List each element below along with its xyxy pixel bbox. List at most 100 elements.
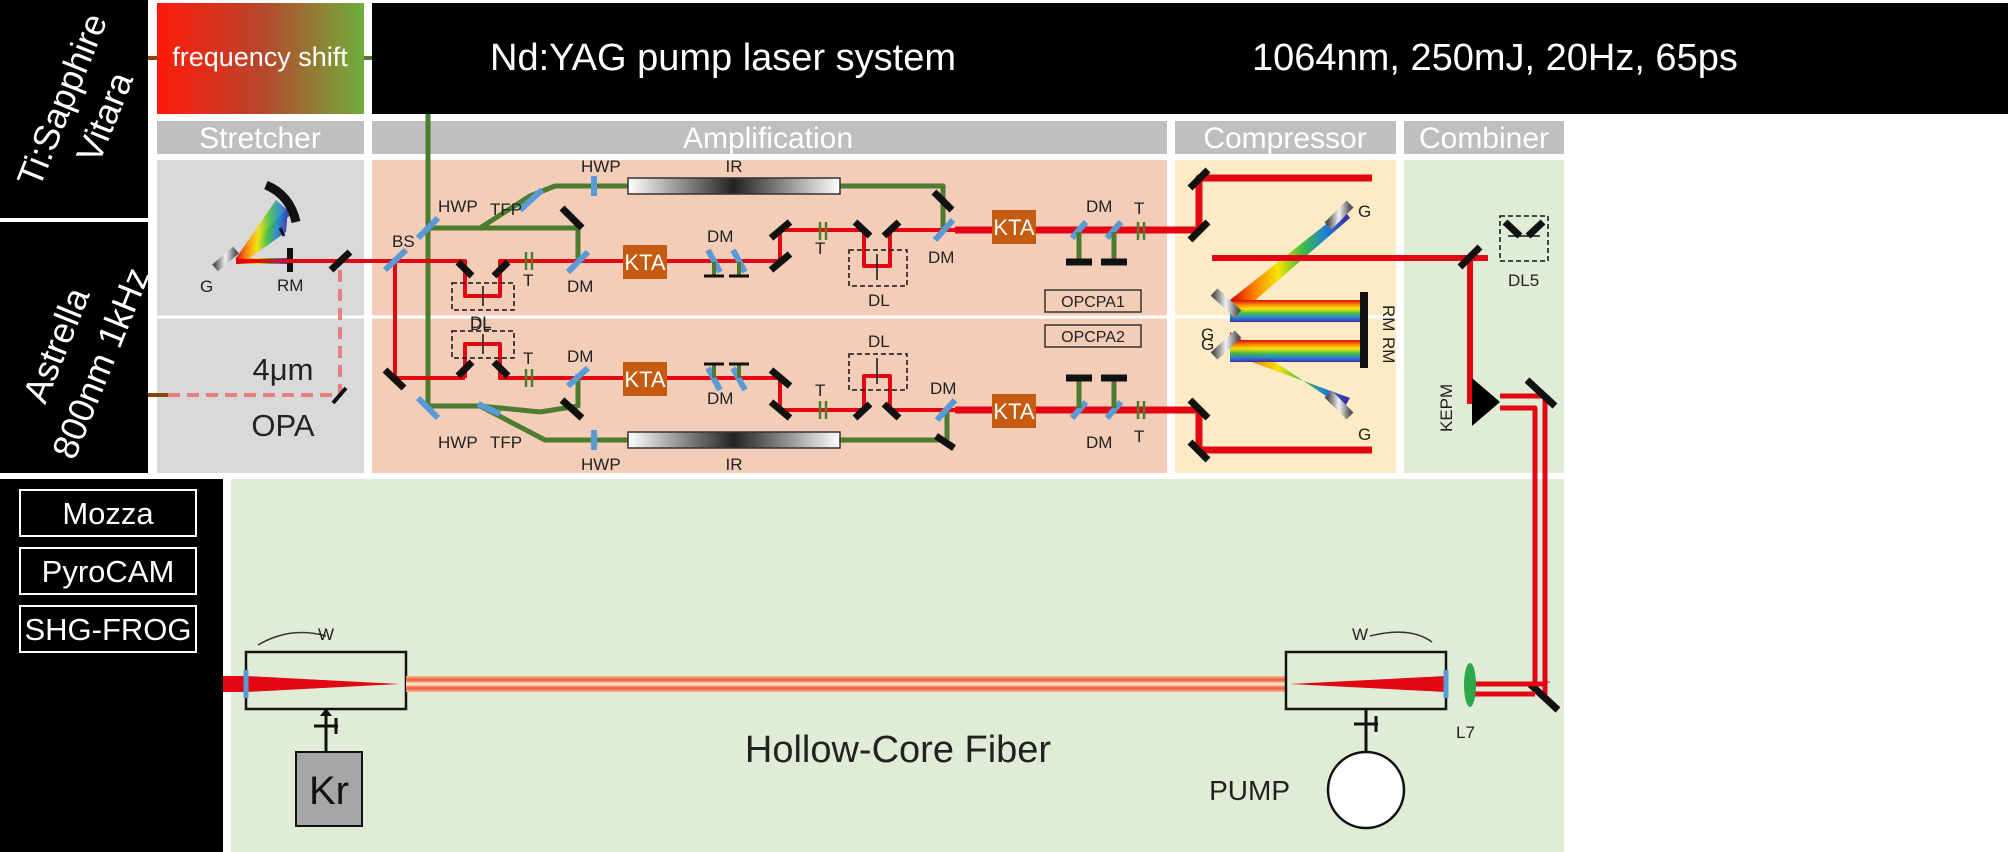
label-hwp: HWP xyxy=(438,197,478,216)
delay-line-upper-right xyxy=(848,249,908,287)
fiber-label: Hollow-Core Fiber xyxy=(745,729,1052,771)
label-kepm: KEPM xyxy=(1437,384,1456,432)
label-bs: BS xyxy=(392,232,415,251)
mozza-label: Mozza xyxy=(62,496,154,531)
combiner-optics: DL5 xyxy=(1212,215,1549,404)
beam-splitter xyxy=(382,247,409,273)
label-opcpa1: OPCPA1 xyxy=(1061,294,1125,311)
label-t: T xyxy=(1134,199,1144,218)
ir-amplifier-lower xyxy=(627,431,841,449)
label-dm: DM xyxy=(567,347,593,366)
label-dm: DM xyxy=(928,248,954,267)
hwp-upper-left xyxy=(415,215,441,241)
label-dl: DL xyxy=(470,315,492,334)
label-dm: DM xyxy=(567,277,593,296)
dl5-box xyxy=(1499,215,1549,262)
amplification-title: Amplification xyxy=(683,122,853,155)
label-t: T xyxy=(523,271,533,290)
label-dm: DM xyxy=(1086,433,1112,452)
hwp-lower-left xyxy=(415,395,441,421)
shg-frog-box xyxy=(19,605,197,653)
combiner-panel xyxy=(1404,160,1564,473)
label-dm: DM xyxy=(707,227,733,246)
label-hwp: HWP xyxy=(581,455,621,474)
hollow-core-fiber: W W L7 xyxy=(223,625,1476,742)
label-hwp: HWP xyxy=(438,433,478,452)
label-dl5: DL5 xyxy=(1508,271,1539,290)
label-dm: DM xyxy=(1086,197,1112,216)
kta-crystal-4 xyxy=(992,394,1036,428)
stretcher-title: Stretcher xyxy=(199,122,321,155)
lens-l7 xyxy=(1464,663,1476,707)
opa-wavelength: 4μm xyxy=(253,352,314,387)
kta-crystal-3 xyxy=(992,210,1036,244)
delay-line-upper-left xyxy=(451,282,515,311)
compressor-header xyxy=(1175,121,1396,154)
label-t: T xyxy=(1134,427,1144,446)
opcpa1-tag xyxy=(1044,289,1142,313)
pump-label: PUMP xyxy=(1209,775,1290,806)
kta-label: KTA xyxy=(624,250,665,275)
stretcher-grating xyxy=(212,246,239,272)
delay-line-lower-left xyxy=(451,330,515,359)
mirror xyxy=(382,367,407,391)
label-t: T xyxy=(815,239,825,258)
label-w: W xyxy=(318,625,334,644)
kta-crystal-1 xyxy=(623,245,667,279)
dichroic-pair-upper xyxy=(704,248,749,278)
label-rm-stretcher: RM xyxy=(277,276,303,295)
label-tfp: TFP xyxy=(490,433,522,452)
label-rm: RM xyxy=(1379,337,1398,363)
label-dm: DM xyxy=(707,389,733,408)
label-ir: IR xyxy=(726,455,743,474)
diagnostics-panel xyxy=(0,479,223,852)
label-g: G xyxy=(1201,325,1214,344)
frequency-shift-label: frequency shift xyxy=(172,42,348,72)
label-opcpa2: OPCPA2 xyxy=(1061,329,1125,346)
vacuum-pump: PUMP xyxy=(1209,709,1406,830)
dichroic-pair-3 xyxy=(1066,220,1127,266)
label-g: G xyxy=(1358,425,1371,444)
pyrocam-box xyxy=(19,547,197,595)
label-tfp: TFP xyxy=(490,200,522,219)
combiner-header xyxy=(1404,121,1564,154)
frequency-shift-box xyxy=(157,3,364,114)
amplification-header xyxy=(372,121,1167,154)
compressor-lower: G G RM xyxy=(1184,328,1398,463)
stretcher-mirror xyxy=(264,180,301,224)
pump-laser-name: Nd:YAG pump laser system xyxy=(490,37,956,79)
mozza-box xyxy=(19,489,197,537)
label-dl: DL xyxy=(470,313,492,332)
label-dm: DM xyxy=(930,379,956,398)
label-dl: DL xyxy=(868,332,890,351)
dichroic-pair-lower xyxy=(704,362,749,392)
label-dl: DL xyxy=(868,291,890,310)
kta-label: KTA xyxy=(993,215,1034,240)
label-t: T xyxy=(523,349,533,368)
label-l7: L7 xyxy=(1456,723,1475,742)
shg-frog-label: SHG-FROG xyxy=(24,612,191,647)
label-g: G xyxy=(1358,202,1371,221)
label-hwp: HWP xyxy=(581,157,621,176)
label-g-stretcher: G xyxy=(200,277,213,296)
label-t: T xyxy=(815,381,825,400)
label-g: G xyxy=(1201,335,1214,354)
label-ir: IR xyxy=(726,157,743,176)
opa-label: OPA xyxy=(251,408,314,443)
label-w: W xyxy=(1352,625,1368,644)
ir-amplifier-upper xyxy=(627,177,841,195)
kta-label: KTA xyxy=(993,399,1034,424)
stretcher-header xyxy=(157,121,364,154)
kr-gas-cell: Kr xyxy=(295,708,363,827)
fiber-core xyxy=(406,676,1286,692)
compressor-title: Compressor xyxy=(1203,122,1366,155)
pump-laser-specs: 1064nm, 250mJ, 20Hz, 65ps xyxy=(1252,37,1738,79)
delay-line-lower-right xyxy=(848,353,908,391)
dichroic-pair-4 xyxy=(1066,374,1127,420)
mirror xyxy=(328,249,353,273)
opcpa2-tag xyxy=(1044,324,1142,348)
laser-source-panel xyxy=(0,0,148,473)
combiner-title: Combiner xyxy=(1419,122,1549,155)
gas-label: Kr xyxy=(309,769,349,813)
kta-label: KTA xyxy=(624,367,665,392)
